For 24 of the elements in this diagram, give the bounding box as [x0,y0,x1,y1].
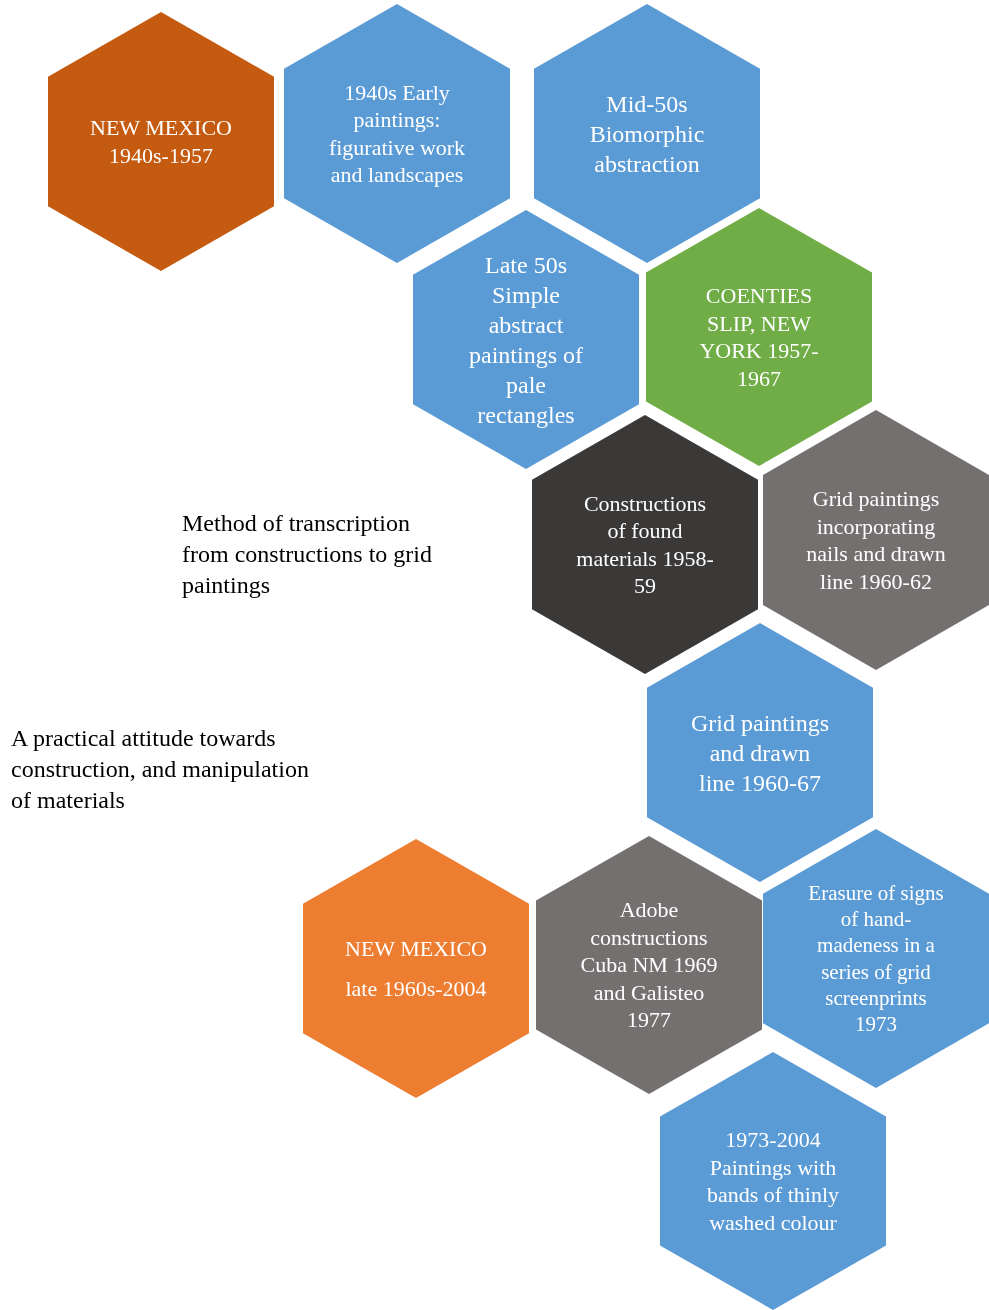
hexagon-tile [413,210,639,469]
tile-text: Constructions of found materials 1958-59 [575,489,715,600]
hexagon-tile [303,839,529,1098]
note-text: Method of transcription from constructions to grid paintings [182,509,433,601]
tile-text: COENTIES SLIP, NEW YORK 1957-1967 [698,282,820,392]
hexagon-tile [763,829,989,1088]
tile-text: Grid paintings incorporating nails and drawn line 1960-62 [806,485,946,595]
tile-text: NEW MEXICO [345,935,487,963]
tile-text: 1973-2004 Paintings with bands of thinly washed colour [706,1126,840,1236]
tile-text: NEW MEXICO 1940s-1957 [89,114,233,169]
hexagon-tile [647,623,873,882]
tile-text: Late 50s Simple abstract paintings of pale rectangles [468,250,584,430]
tile-text: 1940s Early paintings: figurative work and landscapes [327,78,467,189]
tile-text: late 1960s-2004 [345,974,487,1002]
hexagon-tile [763,410,989,670]
hexagon-tile [660,1052,886,1310]
hexagon-tile [646,208,872,466]
note-text: A practical attitude towards construction, and manipulation of materials [11,724,310,816]
tile-text: Grid paintings and drawn line 1960-67 [690,708,830,798]
tile-text: Erasure of signs of hand-madeness in a series of grid screenprints 1973 [807,879,945,1038]
tile-text: Adobe constructions Cuba NM 1969 and Galisteo 1977 [579,896,719,1034]
tile-text: Mid-50s Biomorphic abstraction [588,89,706,179]
hexagon-tile [536,836,762,1094]
hexagon-tile [48,12,274,271]
